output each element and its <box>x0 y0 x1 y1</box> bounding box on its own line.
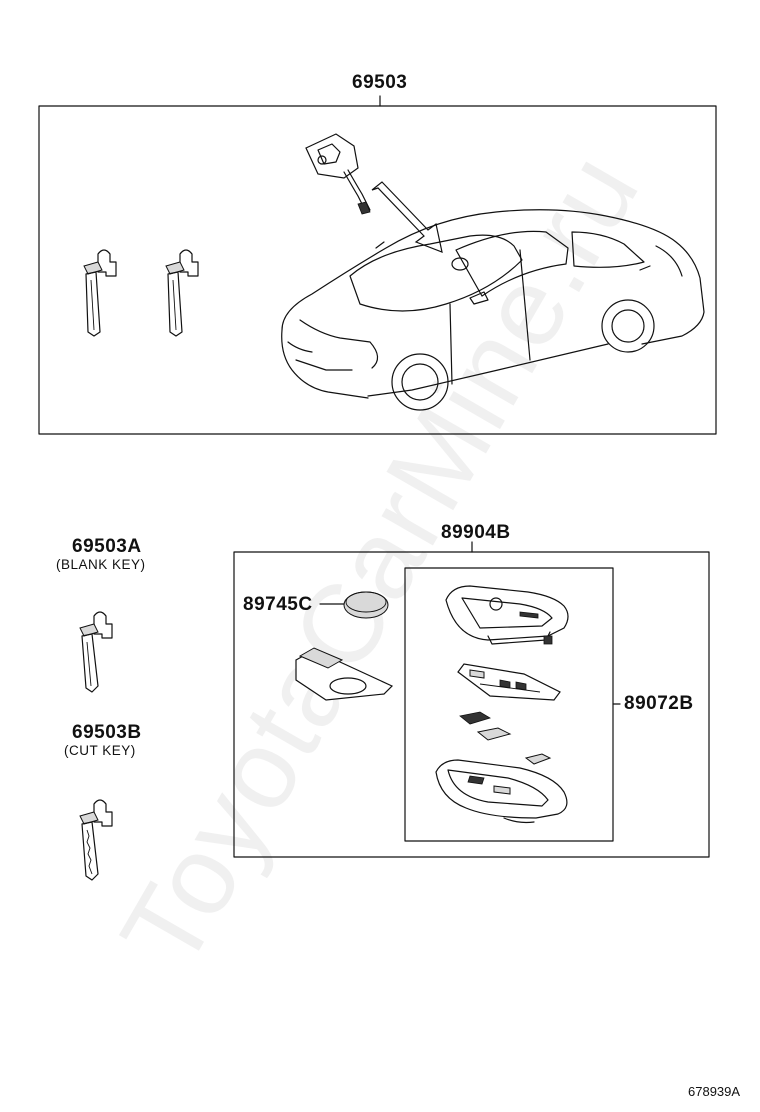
circuit-board-icon <box>457 663 561 701</box>
cut-key-icon <box>79 799 113 881</box>
internal-part-icon <box>459 711 552 765</box>
transmitter-housing-box <box>404 567 621 842</box>
part-code-89904b: 89904B <box>441 522 511 543</box>
part-code-89072b: 89072B <box>624 693 694 714</box>
key-icon <box>165 249 199 337</box>
arrow-icon <box>371 181 443 253</box>
part-code-69503: 69503 <box>352 72 408 93</box>
main-set-box <box>38 95 717 435</box>
part-desc-blank-key: (BLANK KEY) <box>56 557 146 572</box>
lock-cylinder-icon <box>305 133 371 215</box>
smart-key-case-icon <box>435 759 568 824</box>
battery-icon <box>319 591 389 619</box>
transmitter-set-box <box>233 541 710 858</box>
part-desc-cut-key: (CUT KEY) <box>64 743 136 758</box>
part-code-69503b: 69503B <box>72 722 142 743</box>
part-code-69503a: 69503A <box>72 536 142 557</box>
part-code-89745c: 89745C <box>243 594 313 615</box>
smart-key-cover-icon <box>445 585 569 645</box>
figure-code: 678939A <box>688 1084 741 1099</box>
battery-holder-icon <box>295 647 394 701</box>
key-icon <box>83 249 117 337</box>
car-illustration <box>281 209 705 411</box>
blank-key-icon <box>79 611 113 693</box>
